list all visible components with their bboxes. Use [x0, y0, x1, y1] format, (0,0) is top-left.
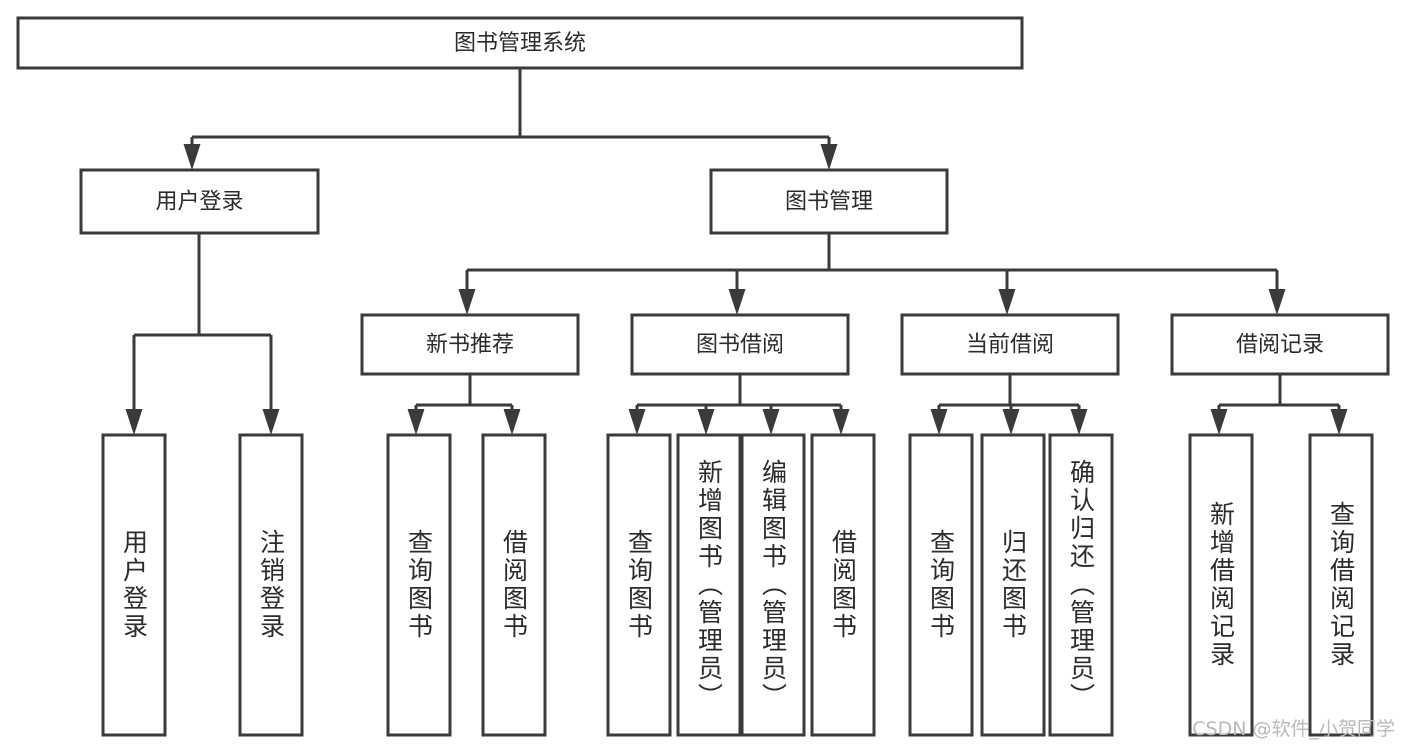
book-manage-branch-0-arrowhead: [458, 289, 476, 315]
book-borrow-branch-1-arrowhead: [697, 409, 715, 435]
node-leaf-borrow-book-1-label: 借阅图书: [500, 529, 529, 641]
node-leaf-add-record-rect[interactable]: [1188, 433, 1254, 737]
node-current-borrow-label: 当前借阅: [966, 333, 1054, 358]
node-root-label: 图书管理系统: [454, 31, 586, 56]
node-leaf-query-book-1-label: 查询图书: [405, 529, 434, 641]
new-book-recommend-branch-1-arrowhead: [503, 409, 521, 435]
book-borrow-branch-0-arrowhead: [628, 409, 646, 435]
current-borrow-branch-0-arrowhead: [930, 409, 948, 435]
user-login-branch-0-arrowhead: [125, 409, 143, 435]
current-borrow-branch-1-arrowhead: [1002, 409, 1020, 435]
user-login-branch-1-arrowhead: [262, 409, 280, 435]
node-book-manage-label: 图书管理: [785, 190, 873, 215]
nodes-layer: 图书管理系统用户登录图书管理新书推荐图书借阅当前借阅借阅记录用户登录注销登录查询…: [16, 16, 1390, 737]
book-manage-branch-2-arrowhead: [998, 289, 1016, 315]
connectors-layer: [125, 68, 1348, 435]
node-leaf-return-book-label: 归还图书: [999, 529, 1028, 641]
node-leaf-edit-book-rect[interactable]: [740, 433, 806, 737]
node-leaf-query-book-2[interactable]: 查询图书: [606, 433, 672, 737]
node-root[interactable]: 图书管理系统: [16, 16, 1024, 70]
node-leaf-edit-book-label: 编辑图书（管理员）: [759, 459, 788, 711]
node-new-book-recommend-rect[interactable]: [360, 313, 580, 376]
node-leaf-user-login-rect[interactable]: [101, 433, 167, 737]
book-manage-branch-1-arrowhead: [728, 289, 746, 315]
node-user-login-label: 用户登录: [155, 190, 243, 215]
node-borrow-record[interactable]: 借阅记录: [1170, 313, 1390, 376]
node-leaf-return-book-rect[interactable]: [980, 433, 1046, 737]
node-leaf-add-book-rect[interactable]: [676, 433, 742, 737]
node-leaf-query-book-1-rect[interactable]: [386, 433, 452, 737]
node-leaf-add-book-label: 新增图书（管理员）: [695, 459, 724, 711]
node-leaf-query-book-2-label: 查询图书: [625, 529, 654, 641]
node-book-borrow-label: 图书借阅: [696, 333, 784, 358]
node-user-login-rect[interactable]: [79, 168, 320, 235]
borrow-record-branch-1-arrowhead: [1330, 409, 1348, 435]
node-leaf-borrow-book-1[interactable]: 借阅图书: [481, 433, 547, 737]
node-root-rect[interactable]: [16, 16, 1024, 70]
node-leaf-return-book[interactable]: 归还图书: [980, 433, 1046, 737]
book-manage-branch-3-arrowhead: [1268, 289, 1286, 315]
node-leaf-query-book-2-rect[interactable]: [606, 433, 672, 737]
node-book-manage-rect[interactable]: [709, 168, 949, 235]
new-book-recommend-branch-0-arrowhead: [407, 409, 425, 435]
node-new-book-recommend-label: 新书推荐: [426, 333, 514, 358]
node-leaf-confirm-return[interactable]: 确认归还（管理员）: [1048, 433, 1114, 737]
node-leaf-add-record-label: 新增借阅记录: [1207, 501, 1236, 669]
node-leaf-user-logout-label: 注销登录: [257, 529, 286, 641]
book-borrow-branch-2-arrowhead: [762, 409, 780, 435]
node-current-borrow[interactable]: 当前借阅: [900, 313, 1120, 376]
current-borrow-branch-2-arrowhead: [1070, 409, 1088, 435]
node-borrow-record-rect[interactable]: [1170, 313, 1390, 376]
node-new-book-recommend[interactable]: 新书推荐: [360, 313, 580, 376]
node-leaf-edit-book[interactable]: 编辑图书（管理员）: [740, 433, 806, 737]
node-leaf-query-record[interactable]: 查询借阅记录: [1308, 433, 1374, 737]
node-leaf-add-record[interactable]: 新增借阅记录: [1188, 433, 1254, 737]
node-leaf-borrow-book-2[interactable]: 借阅图书: [810, 433, 876, 737]
node-leaf-query-record-label: 查询借阅记录: [1327, 501, 1356, 669]
node-leaf-user-logout[interactable]: 注销登录: [238, 433, 304, 737]
root-branch-1-arrowhead: [820, 144, 838, 170]
node-leaf-confirm-return-label: 确认归还（管理员）: [1067, 459, 1096, 711]
node-leaf-add-book[interactable]: 新增图书（管理员）: [676, 433, 742, 737]
node-leaf-user-login-label: 用户登录: [120, 529, 149, 641]
node-leaf-user-logout-rect[interactable]: [238, 433, 304, 737]
node-leaf-query-book-3[interactable]: 查询图书: [908, 433, 974, 737]
node-leaf-query-book-1[interactable]: 查询图书: [386, 433, 452, 737]
node-user-login[interactable]: 用户登录: [79, 168, 320, 235]
node-leaf-borrow-book-2-label: 借阅图书: [829, 529, 858, 641]
node-leaf-query-book-3-rect[interactable]: [908, 433, 974, 737]
node-leaf-borrow-book-1-rect[interactable]: [481, 433, 547, 737]
node-borrow-record-label: 借阅记录: [1236, 333, 1324, 358]
node-leaf-borrow-book-2-rect[interactable]: [810, 433, 876, 737]
node-leaf-user-login[interactable]: 用户登录: [101, 433, 167, 737]
node-leaf-confirm-return-rect[interactable]: [1048, 433, 1114, 737]
node-current-borrow-rect[interactable]: [900, 313, 1120, 376]
node-leaf-query-book-3-label: 查询图书: [927, 529, 956, 641]
node-leaf-query-record-rect[interactable]: [1308, 433, 1374, 737]
node-book-manage[interactable]: 图书管理: [709, 168, 949, 235]
root-branch-0-arrowhead: [183, 144, 201, 170]
book-borrow-branch-3-arrowhead: [832, 409, 850, 435]
node-book-borrow[interactable]: 图书借阅: [630, 313, 850, 376]
watermark-label: CSDN @软件_小贺同学: [1192, 718, 1395, 740]
borrow-record-branch-0-arrowhead: [1210, 409, 1228, 435]
node-book-borrow-rect[interactable]: [630, 313, 850, 376]
